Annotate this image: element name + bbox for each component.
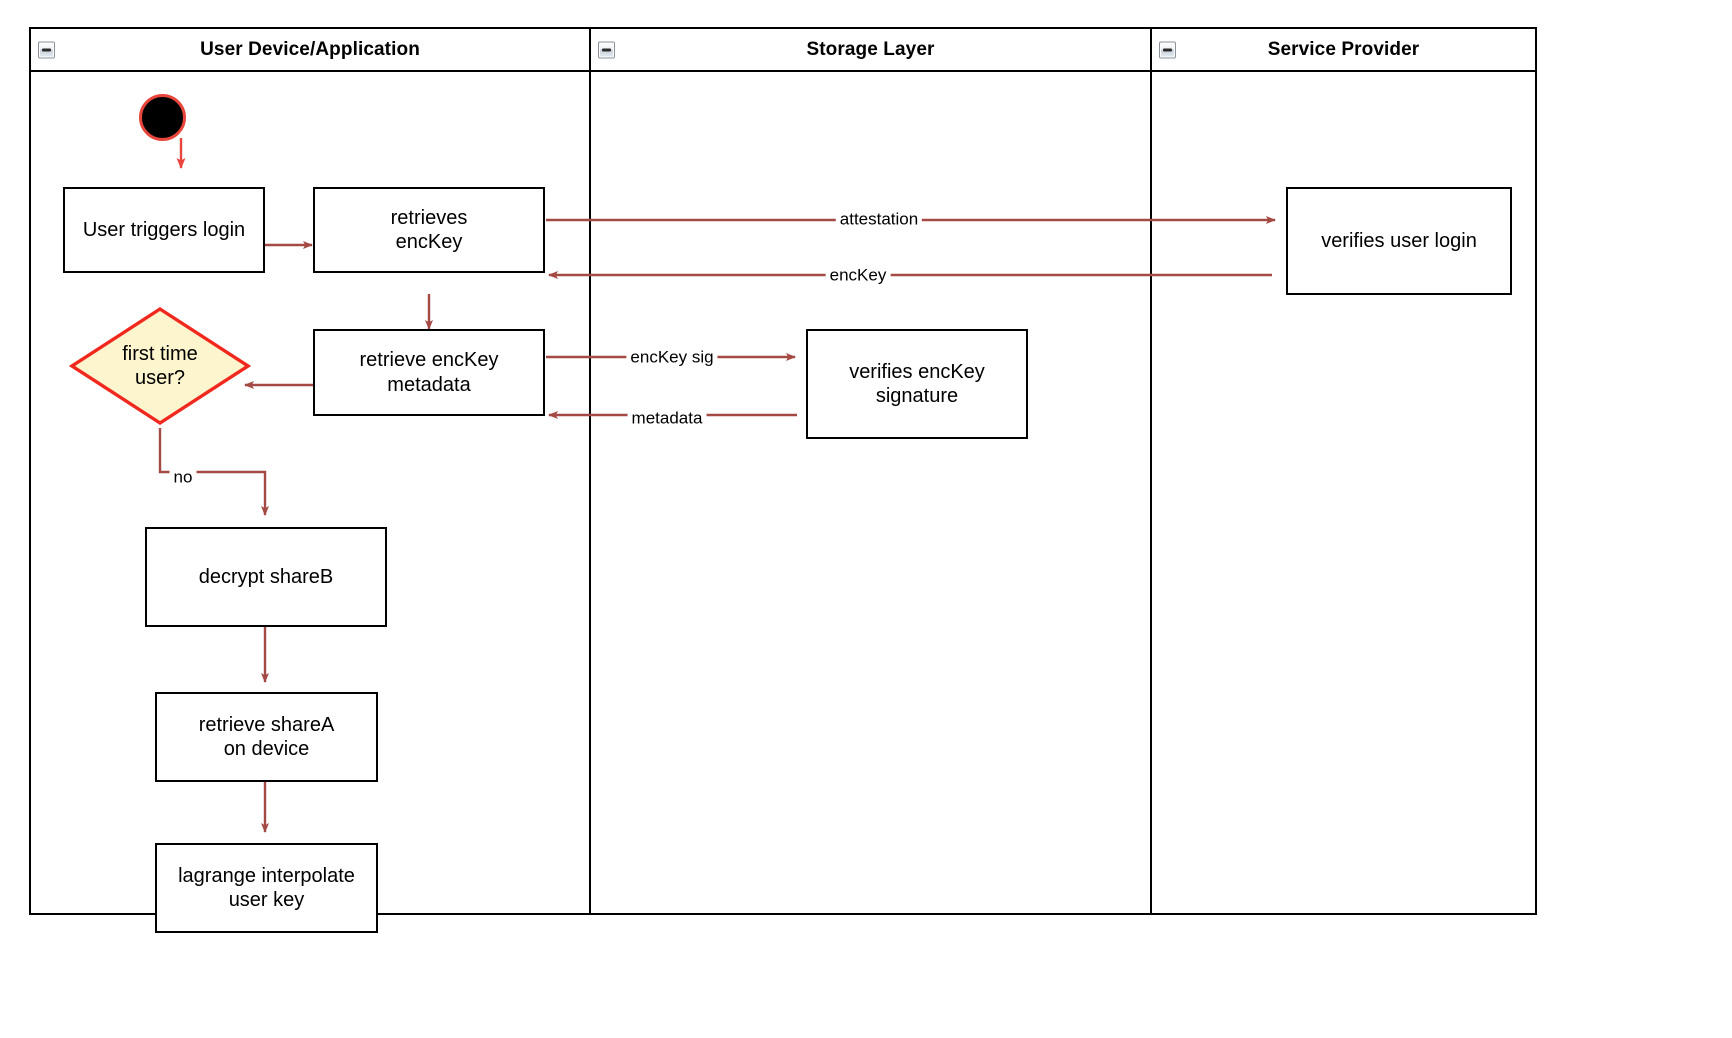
minus-box-icon[interactable] (38, 41, 55, 58)
node-label: retrieves encKey (390, 206, 468, 253)
node-label: first time user? (122, 343, 198, 389)
swimlane-pool: User Device/Application Storage Layer Se… (29, 27, 1537, 915)
node-label: User triggers login (82, 218, 246, 241)
decision-diamond-shape (69, 306, 251, 426)
edge-label-metadata: metadata (627, 409, 707, 429)
edge-label-enckey-sig: encKey sig (626, 348, 718, 368)
edge-label-enckey: encKey (825, 266, 891, 286)
edge-label-attestation: attestation (835, 210, 923, 230)
lane-service-provider: Service Provider (1150, 29, 1535, 913)
minus-box-icon[interactable] (1159, 41, 1176, 58)
node-retrieve-enckey-metadata[interactable]: retrieve encKey metadata (313, 329, 545, 416)
node-label: verifies user login (1321, 229, 1477, 252)
node-label: lagrange interpolate user key (178, 864, 355, 911)
node-first-time-user[interactable]: first time user? (69, 306, 251, 426)
edge-label-no: no (169, 468, 197, 488)
node-label: retrieve encKey metadata (359, 349, 499, 396)
node-label: verifies encKey signature (849, 360, 985, 407)
node-retrieves-enckey[interactable]: retrieves encKey (313, 187, 545, 273)
lane-title-service-provider: Service Provider (1267, 38, 1420, 60)
lane-header-service-provider: Service Provider (1152, 29, 1535, 72)
lane-title-storage-layer: Storage Layer (806, 38, 935, 60)
start-node (139, 94, 186, 141)
node-label: decrypt shareB (198, 565, 334, 588)
node-decrypt-shareb[interactable]: decrypt shareB (145, 527, 387, 627)
node-verifies-user-login[interactable]: verifies user login (1286, 187, 1512, 295)
node-label: retrieve shareA on device (198, 713, 335, 760)
lane-title-user-device: User Device/Application (200, 38, 420, 60)
lane-header-storage-layer: Storage Layer (591, 29, 1150, 72)
node-retrieve-sharea[interactable]: retrieve shareA on device (155, 692, 378, 782)
minus-box-icon[interactable] (598, 41, 615, 58)
node-lagrange-interpolate[interactable]: lagrange interpolate user key (155, 843, 378, 933)
node-verifies-enckey-signature[interactable]: verifies encKey signature (806, 329, 1028, 439)
lane-storage-layer: Storage Layer (589, 29, 1150, 913)
lane-header-user-device: User Device/Application (31, 29, 589, 72)
node-user-triggers-login[interactable]: User triggers login (63, 187, 265, 273)
lane-user-device: User Device/Application (31, 29, 589, 913)
